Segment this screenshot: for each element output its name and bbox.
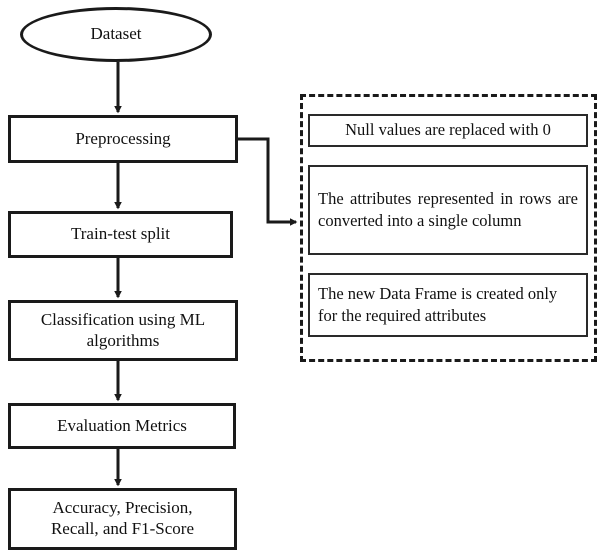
detail-item-attributes-to-column-label: The attributes represented in rows are c…	[318, 188, 578, 230]
node-classification[interactable]: Classification using ML algorithms	[8, 300, 238, 361]
detail-item-new-data-frame-label: The new Data Frame is created only for t…	[318, 283, 558, 325]
edge-preprocessing-to-detail-panel	[238, 137, 298, 226]
node-evaluation-metrics-label: Evaluation Metrics	[57, 415, 187, 435]
node-evaluation-metrics[interactable]: Evaluation Metrics	[8, 403, 236, 449]
node-preprocessing-label: Preprocessing	[75, 128, 171, 148]
detail-item-new-data-frame[interactable]: The new Data Frame is created only for t…	[308, 273, 588, 337]
detail-item-null-values[interactable]: Null values are replaced with 0	[308, 114, 588, 147]
node-results-label: Accuracy, Precision, Recall, and F1-Scor…	[50, 498, 195, 538]
node-train-test-split[interactable]: Train-test split	[8, 211, 233, 258]
node-results[interactable]: Accuracy, Precision, Recall, and F1-Scor…	[8, 488, 237, 550]
detail-item-null-values-label: Null values are replaced with 0	[345, 120, 551, 140]
preprocessing-detail-panel	[300, 94, 597, 362]
node-preprocessing[interactable]: Preprocessing	[8, 115, 238, 163]
detail-item-attributes-to-column[interactable]: The attributes represented in rows are c…	[308, 165, 588, 255]
node-dataset[interactable]: Dataset	[20, 7, 212, 62]
node-dataset-label: Dataset	[90, 24, 142, 44]
node-classification-label: Classification using ML algorithms	[40, 309, 206, 350]
node-train-test-split-label: Train-test split	[70, 224, 171, 244]
